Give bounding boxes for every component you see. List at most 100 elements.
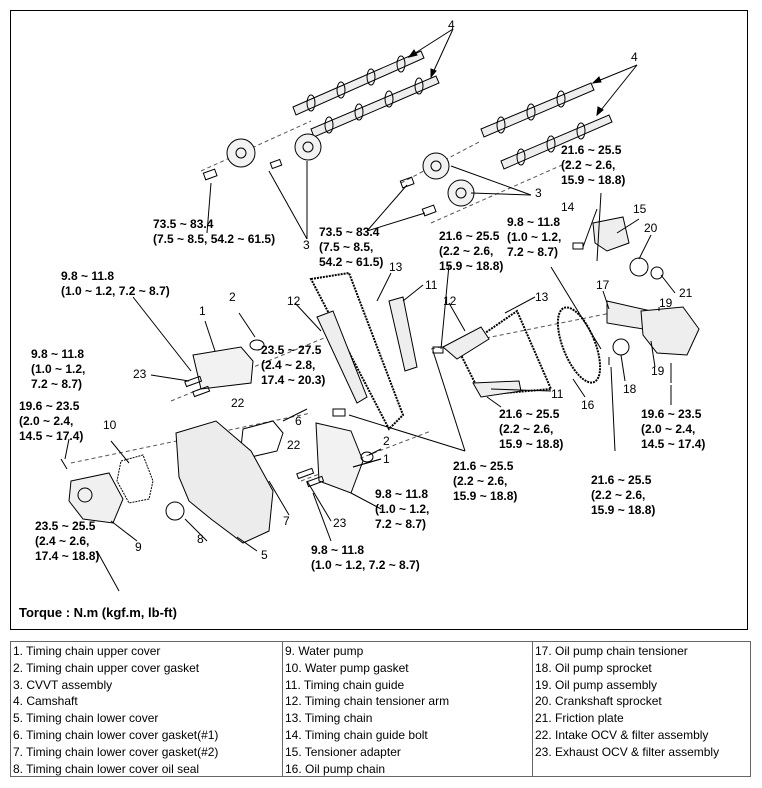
callout-3a: 3 — [303, 238, 310, 252]
legend-item: 11. Timing chain guide — [285, 677, 405, 692]
callout-2b: 2 — [383, 434, 390, 448]
callout-7: 7 — [283, 514, 290, 528]
callout-23a: 23 — [133, 367, 147, 381]
callout-5: 5 — [261, 548, 268, 562]
callout-18: 18 — [623, 382, 637, 396]
callout-9: 9 — [135, 540, 142, 554]
callout-17: 17 — [596, 278, 610, 292]
legend-item: 8. Timing chain lower cover oil seal — [13, 761, 200, 776]
torque-spec-chain-guide-right: 21.6 ~ 25.5 (2.2 ~ 2.6, 15.9 ~ 18.8) — [499, 407, 564, 451]
callout-1a: 1 — [199, 304, 206, 318]
legend-item: 12. Timing chain tensioner arm — [285, 694, 450, 709]
callout-6: 6 — [295, 414, 302, 428]
legend-column-3: 17. Oil pump chain tensioner 18. Oil pum… — [533, 642, 750, 776]
callout-20: 20 — [644, 221, 658, 235]
timing-chain-left — [309, 271, 405, 431]
callout-13a: 13 — [389, 260, 403, 274]
oil-seal — [165, 501, 185, 521]
tensioner-arm-left — [316, 310, 368, 404]
torque-spec-tensioner-adapter: 21.6 ~ 25.5 (2.2 ~ 2.6, 15.9 ~ 18.8) — [561, 143, 626, 187]
callout-19b: 19 — [651, 364, 665, 378]
callout-1b: 1 — [383, 452, 390, 466]
callout-4a: 4 — [448, 18, 455, 32]
tensioner-arm-right — [442, 326, 490, 360]
camshaft-right-rear — [480, 82, 595, 138]
cam-bolts — [202, 158, 437, 217]
torque-spec-upper-cover-left: 9.8 ~ 11.8 (1.0 ~ 1.2, 7.2 ~ 8.7) — [61, 269, 170, 298]
friction-plate — [650, 266, 664, 280]
legend-column-1: 1. Timing chain upper cover 2. Timing ch… — [11, 642, 283, 776]
legend-item: 15. Tensioner adapter — [285, 744, 401, 759]
timing-chain-lower-cover — [175, 420, 274, 544]
cvvt-sprocket-4 — [447, 179, 475, 207]
callout-2a: 2 — [229, 290, 236, 304]
oil-pump-assembly — [640, 306, 700, 356]
callout-16: 16 — [581, 398, 595, 412]
legend-item: 23. Exhaust OCV & filter assembly — [535, 744, 720, 759]
legend-item: 20. Crankshaft sprocket — [535, 694, 662, 709]
torque-spec-ocv-left: 9.8 ~ 11.8 (1.0 ~ 1.2, 7.2 ~ 8.7) — [31, 347, 86, 391]
camshaft-right-front — [500, 114, 613, 170]
crankshaft-sprocket — [629, 257, 649, 277]
torque-spec-ocv-right: 9.8 ~ 11.8 (1.0 ~ 1.2, 7.2 ~ 8.7) — [375, 487, 430, 531]
oil-pump-sprocket — [612, 338, 630, 356]
cvvt-sprocket-3 — [422, 152, 450, 180]
callout-11a: 11 — [425, 278, 438, 292]
torque-spec-water-pump: 23.5 ~ 25.5 (2.4 ~ 2.6, 17.4 ~ 18.8) — [35, 519, 100, 563]
legend-item: 14. Timing chain guide bolt — [285, 727, 428, 742]
small-bolts — [60, 242, 672, 592]
camshaft-left-rear — [292, 50, 425, 116]
diagram-artwork — [60, 28, 700, 592]
upper-cover-gasket-left — [249, 339, 265, 351]
oil-pump-chain — [556, 306, 602, 384]
legend-item: 1. Timing chain upper cover — [13, 644, 161, 658]
legend-item: 18. Oil pump sprocket — [535, 660, 652, 675]
torque-spec-cam-bolt-left: 73.5 ~ 83.4 (7.5 ~ 8.5, 54.2 ~ 61.5) — [153, 217, 276, 246]
torque-spec-oil-pump: 19.6 ~ 23.5 (2.0 ~ 2.4, 14.5 ~ 17.4) — [641, 407, 706, 451]
legend-item: 22. Intake OCV & filter assembly — [535, 727, 709, 742]
cvvt-sprocket-2 — [294, 133, 322, 161]
legend-item: 10. Water pump gasket — [285, 660, 409, 675]
upper-cover-left — [192, 346, 254, 390]
torque-spec-water-pump-bolt: 19.6 ~ 23.5 (2.0 ~ 2.4, 14.5 ~ 17.4) — [19, 399, 84, 443]
tensioner-adapter — [592, 216, 630, 252]
torque-units-note: Torque : N.m (kgf.m, lb-ft) — [19, 605, 177, 620]
callout-11b: 11 — [551, 387, 564, 401]
callout-22a: 22 — [231, 396, 245, 410]
water-pump-gasket — [116, 454, 154, 504]
torque-spec-guide-bolt: 21.6 ~ 25.5 (2.2 ~ 2.6, 15.9 ~ 18.8) — [439, 229, 504, 273]
callout-12b: 12 — [443, 294, 457, 308]
legend-item: 19. Oil pump assembly — [535, 677, 658, 692]
legend-item: 16. Oil pump chain — [285, 761, 386, 776]
torque-spec-guide-bolt-14: 9.8 ~ 11.8 (1.0 ~ 1.2, 7.2 ~ 8.7) — [507, 215, 562, 259]
legend-item: 9. Water pump — [285, 644, 364, 658]
camshaft-left-front — [310, 75, 440, 138]
cvvt-sprocket-1 — [226, 138, 256, 168]
torque-spec-lower-cover: 9.8 ~ 11.8 (1.0 ~ 1.2, 7.2 ~ 8.7) — [311, 543, 420, 572]
torque-spec-lower-guide: 21.6 ~ 25.5 (2.2 ~ 2.6, 15.9 ~ 18.8) — [453, 459, 518, 503]
water-pump — [68, 472, 124, 524]
legend-item: 3. CVVT assembly — [13, 677, 113, 692]
legend-item: 21. Friction plate — [535, 711, 624, 726]
callout-23b: 23 — [333, 516, 347, 530]
legend-column-2: 9. Water pump 10. Water pump gasket 11. … — [283, 642, 533, 776]
upper-cover-right — [315, 422, 364, 494]
callout-4b: 4 — [631, 50, 638, 64]
legend-item: 13. Timing chain — [285, 711, 373, 726]
callout-12a: 12 — [287, 294, 301, 308]
callout-10: 10 — [103, 418, 117, 432]
legend-item: 7. Timing chain lower cover gasket(#2) — [13, 744, 219, 759]
chain-guide-left — [388, 296, 418, 372]
legend-item: 4. Camshaft — [13, 694, 78, 709]
callout-15: 15 — [633, 202, 647, 216]
callout-21: 21 — [679, 286, 693, 300]
parts-legend-table: 1. Timing chain upper cover 2. Timing ch… — [10, 641, 751, 777]
legend-item: 17. Oil pump chain tensioner — [535, 644, 688, 658]
torque-spec-upper-cover-gasket: 23.5 ~ 27.5 (2.4 ~ 2.8, 17.4 ~ 20.3) — [261, 343, 326, 387]
upper-cover-gasket-right — [360, 451, 374, 463]
callout-8: 8 — [197, 532, 204, 546]
callout-13b: 13 — [535, 290, 549, 304]
legend-item: 6. Timing chain lower cover gasket(#1) — [13, 727, 219, 742]
callout-3b: 3 — [535, 186, 542, 200]
callout-22b: 22 — [287, 438, 301, 452]
